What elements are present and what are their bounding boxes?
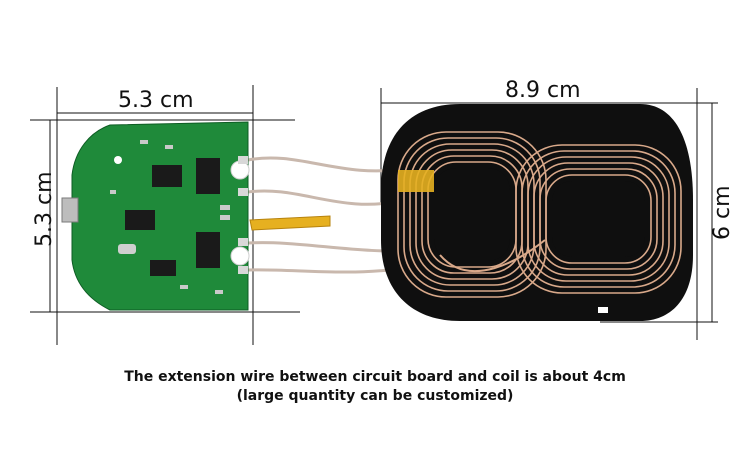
caption-line-1: The extension wire between circuit board…	[124, 369, 626, 385]
right-coil	[515, 144, 682, 294]
crystal	[118, 244, 136, 254]
wire-pads	[238, 156, 248, 274]
ic-chip	[125, 210, 155, 230]
coil-width-label: 8.9 cm	[505, 78, 581, 103]
caption-line-2: (large quantity can be customized)	[236, 388, 514, 404]
coil-leads	[439, 239, 546, 273]
flex-cable	[249, 215, 331, 231]
coil-assembly	[381, 104, 693, 321]
kapton-tape	[398, 170, 434, 192]
pcb-width-label: 5.3 cm	[118, 88, 194, 113]
caption: The extension wire between circuit board…	[0, 368, 750, 406]
coil-height-label: 6 cm	[710, 185, 735, 240]
mounting-hole	[230, 246, 250, 266]
usb-port	[61, 197, 79, 223]
dimension-lines	[30, 85, 718, 345]
pcb-height-label: 5.3 cm	[32, 171, 57, 247]
ic-chip	[196, 158, 220, 194]
left-coil-center	[434, 168, 510, 261]
mount-slot	[598, 307, 608, 313]
circuit-board	[61, 121, 250, 311]
ic-chip	[152, 165, 182, 187]
mounting-hole	[114, 156, 122, 164]
ic-chip	[196, 232, 220, 268]
right-coil-center	[552, 181, 645, 257]
ic-chip	[150, 260, 176, 276]
smd-components	[110, 140, 230, 294]
